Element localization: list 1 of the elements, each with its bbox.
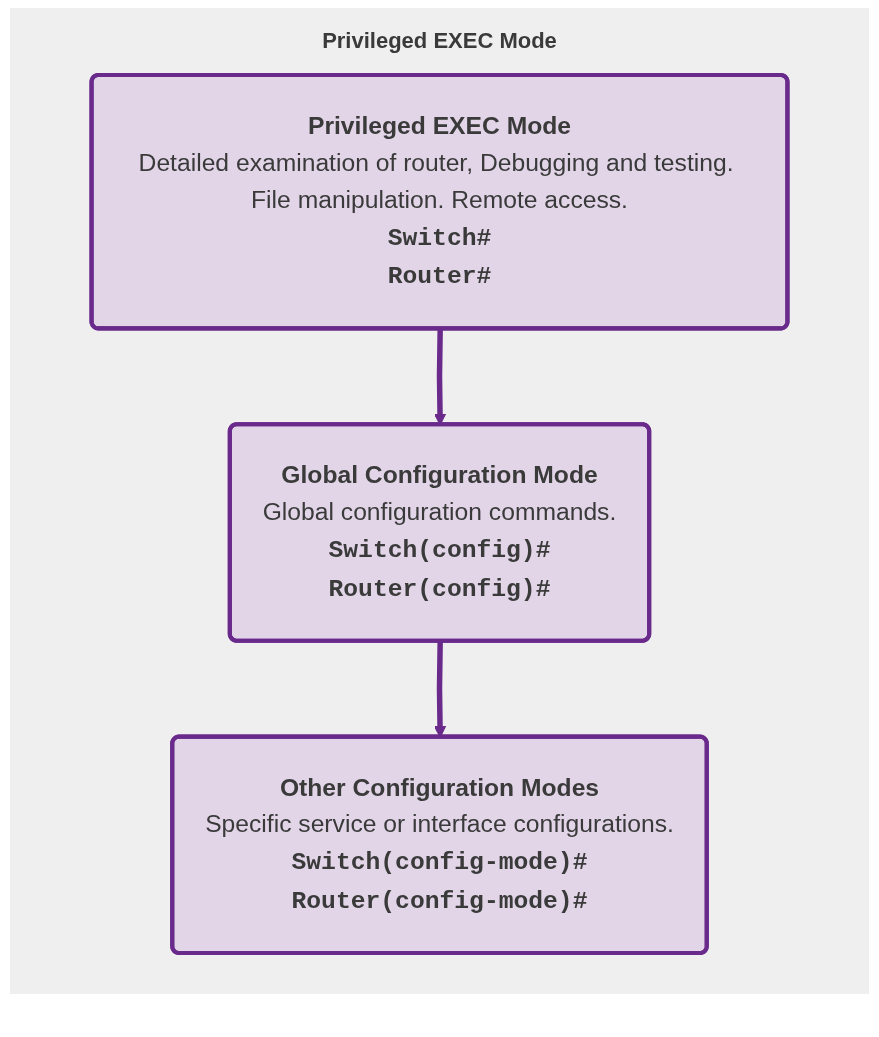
diagram-title: Privileged EXEC Mode xyxy=(321,28,558,54)
